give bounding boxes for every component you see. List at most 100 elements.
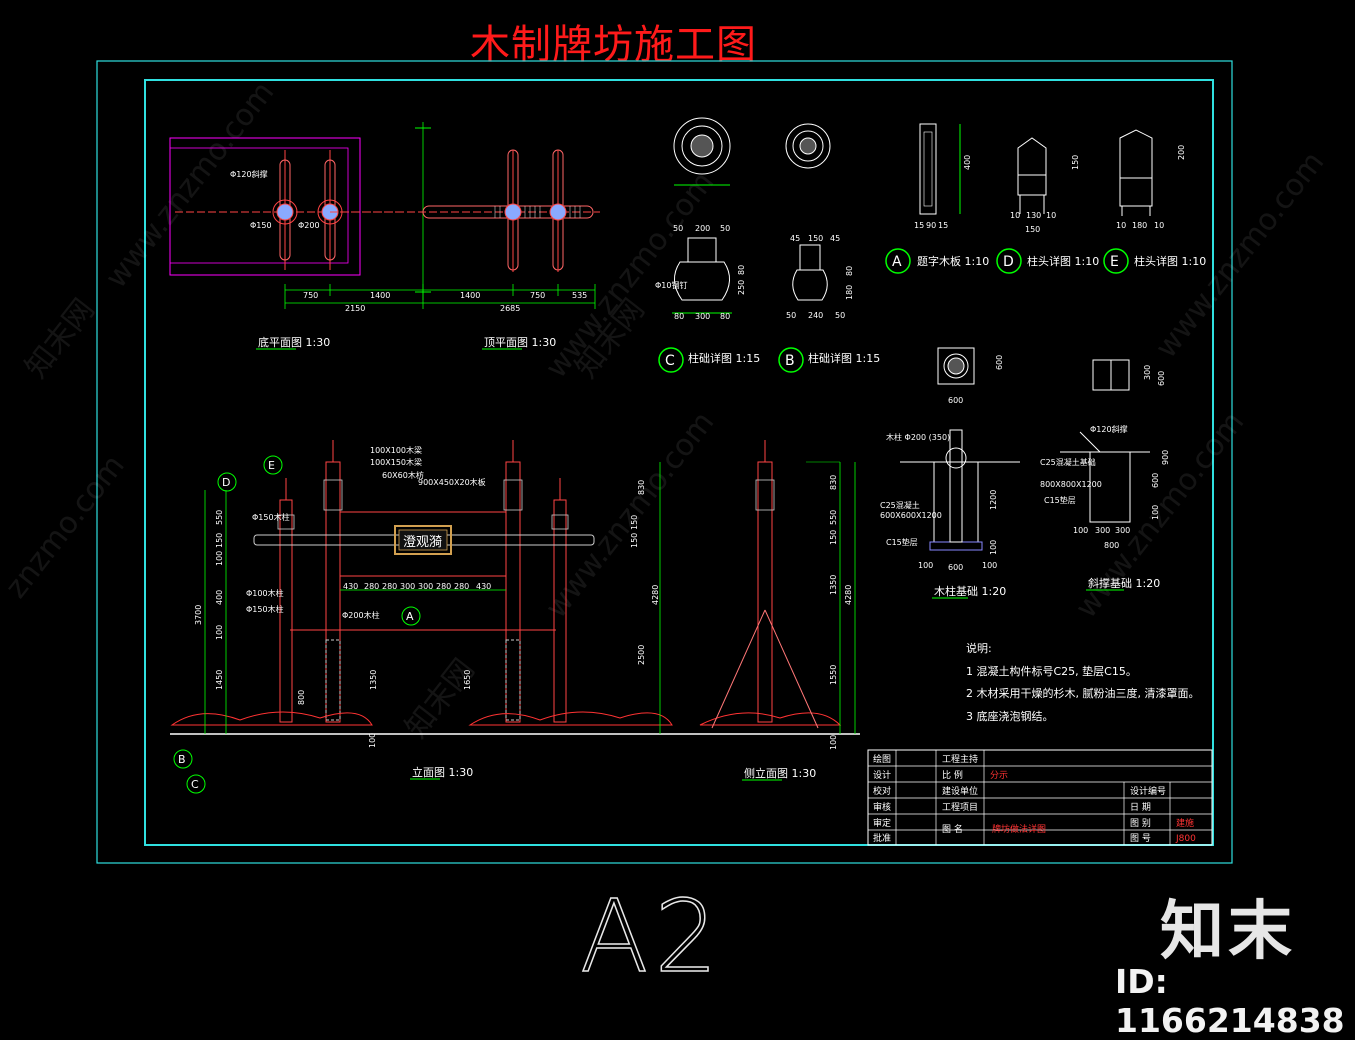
colb-dim-7: 180 bbox=[845, 285, 854, 300]
side-dim-6: 1550 bbox=[829, 665, 838, 685]
elev-dim-5: 300 bbox=[418, 582, 433, 591]
elev-label-col200: Φ200木柱 bbox=[342, 610, 380, 620]
view-title-cap-d: 柱头详图 1:10 bbox=[1027, 254, 1099, 268]
cape-dim-2: 180 bbox=[1132, 221, 1147, 230]
notes-heading: 说明: bbox=[966, 641, 992, 655]
column-base-c: 50 200 50 80 300 80 250 80 Φ10钢钉 bbox=[655, 117, 746, 321]
inner-frame bbox=[144, 79, 1214, 846]
elevation-labels: 100X100木梁 100X150木梁 60X60木枋 900X450X20木板… bbox=[246, 445, 486, 705]
footing-slope-dim-1: 100 bbox=[1073, 526, 1088, 535]
footing-plan-dim-3: 300 bbox=[1143, 365, 1152, 380]
elev-label-batten: 60X60木枋 bbox=[382, 470, 424, 480]
view-title-plan-bottom: 底平面图 1:30 bbox=[258, 335, 330, 349]
elev-marker-d: D bbox=[222, 476, 230, 489]
elev-dim-7: 280 bbox=[454, 582, 469, 591]
view-title-side: 侧立面图 1:30 bbox=[744, 766, 816, 780]
tb-r5c3: 图 别 bbox=[1130, 818, 1151, 829]
marker-e: E bbox=[1110, 254, 1119, 270]
watermark-layer: www.znzmo.com www.znzmo.com www.znzmo.co… bbox=[0, 75, 1331, 745]
footing-slope-dim-7: 100 bbox=[1151, 505, 1160, 520]
board-dim-1: 15 bbox=[914, 221, 924, 230]
footing-wood-dim-2: 600 bbox=[948, 563, 963, 572]
outer-frame bbox=[96, 60, 1233, 864]
footing-slope-dim-6: 900 bbox=[1161, 450, 1170, 465]
footing-slope-dim-4: 800 bbox=[1104, 541, 1119, 550]
side-dim-4: 1350 bbox=[829, 575, 838, 595]
board-a-detail: 15 90 15 400 bbox=[914, 123, 972, 230]
colb-dim-3: 45 bbox=[830, 234, 840, 243]
plan-dimensions: 750 1400 1400 750 535 2150 2685 bbox=[284, 284, 596, 313]
watermark-1: www.znzmo.com bbox=[99, 75, 281, 295]
cape-dim-4: 200 bbox=[1177, 145, 1186, 160]
footing-plan-dim-4: 600 bbox=[1157, 371, 1166, 386]
tb-r4c2: 工程项目 bbox=[942, 802, 978, 813]
colc-dim-1: 50 bbox=[673, 224, 683, 233]
footing-slope-dim-2: 300 bbox=[1095, 526, 1110, 535]
colb-dim-5: 240 bbox=[808, 311, 823, 320]
note-item-3: 3 底座浇泡钢结。 bbox=[966, 709, 1054, 723]
capd-dim-3: 10 bbox=[1046, 211, 1056, 220]
elev-left-dim-3: 100 bbox=[215, 551, 224, 566]
tb-r3c1: 校对 bbox=[873, 785, 891, 797]
note-item-1: 1 混凝土构件标号C25, 垫层C15。 bbox=[966, 664, 1137, 678]
footing-wood-dim-5: 100 bbox=[989, 540, 998, 555]
footing-slope-dim-3: 300 bbox=[1115, 526, 1130, 535]
elev-dim-6: 280 bbox=[436, 582, 451, 591]
elev-left-dim-4: 400 bbox=[215, 590, 224, 605]
elev-dim-4: 300 bbox=[400, 582, 415, 591]
colb-dim-2: 150 bbox=[808, 234, 823, 243]
footing-wood-label-4: C15垫层 bbox=[886, 537, 918, 547]
elev-right-dim-5: 150 bbox=[630, 533, 639, 548]
plan-dim-6: 2150 bbox=[345, 304, 365, 313]
name-board-text: 澄观漪 bbox=[403, 535, 442, 550]
footing-wood-dim-4: 1200 bbox=[989, 490, 998, 510]
marker-a: A bbox=[892, 254, 902, 270]
footing-wood-column: 木柱 Φ200 (350) C25混凝土 600X600X1200 C15垫层 … bbox=[880, 429, 1020, 572]
footing-slope-label-3: 800X800X1200 bbox=[1040, 480, 1102, 489]
side-dim-2: 550 bbox=[829, 510, 838, 525]
footing-wood-label-3: 600X600X1200 bbox=[880, 511, 942, 520]
footing-slope: Φ120斜撑 C25混凝土基础 800X800X1200 C15垫层 100 3… bbox=[1040, 424, 1170, 550]
board-dim-2: 90 bbox=[926, 221, 936, 230]
drawing-title: 木制牌坊施工图 bbox=[470, 22, 757, 68]
cape-dim-1: 10 bbox=[1116, 221, 1126, 230]
colc-dim-4: 80 bbox=[674, 312, 684, 321]
footing-slope-label-2: C25混凝土基础 bbox=[1040, 457, 1096, 467]
footing-wood-label-2: C25混凝土 bbox=[880, 500, 920, 510]
footing-slope-label-4: C15垫层 bbox=[1044, 495, 1076, 505]
tb-drawing-name: 牌坊做法详图 bbox=[992, 823, 1046, 835]
elev-label-beam1: 100X100木梁 bbox=[370, 445, 422, 455]
tb-scale-value: 分示 bbox=[990, 770, 1008, 781]
elev-label-col150: Φ150木柱 bbox=[252, 512, 290, 522]
elev-dim-2: 280 bbox=[364, 582, 379, 591]
colb-dim-4: 50 bbox=[786, 311, 796, 320]
plan-dim-2: 1400 bbox=[370, 291, 390, 300]
colb-dim-6: 50 bbox=[835, 311, 845, 320]
side-elevation: 830 550 150 1350 4280 1550 100 bbox=[711, 440, 856, 750]
tb-r6c1: 批准 bbox=[873, 832, 891, 844]
side-dim-7: 100 bbox=[829, 735, 838, 750]
plan-dim-1: 750 bbox=[303, 291, 318, 300]
plan-dim-7: 2685 bbox=[500, 304, 520, 313]
elev-dim-8: 430 bbox=[476, 582, 491, 591]
elev-marker-b: B bbox=[178, 753, 186, 766]
marker-d: D bbox=[1003, 254, 1014, 270]
elev-left-dim-1: 550 bbox=[215, 510, 224, 525]
board-dim-4: 400 bbox=[963, 155, 972, 170]
side-dim-5: 4280 bbox=[844, 585, 853, 605]
side-dim-1: 830 bbox=[829, 475, 838, 490]
cape-dim-3: 10 bbox=[1154, 221, 1164, 230]
elev-right-dim-3: 2500 bbox=[637, 645, 646, 665]
elev-right-dim-4: 150 bbox=[630, 515, 639, 530]
elev-right-dim-2: 4280 bbox=[651, 585, 660, 605]
colb-dim-8: 80 bbox=[845, 266, 854, 276]
tb-r5c2: 图 名 bbox=[942, 823, 963, 835]
plan-label-d200: Φ200 bbox=[298, 221, 320, 230]
plan-top-view bbox=[330, 122, 600, 300]
title-block: 绘图 工程主持 设计 比 例 分示 校对 建设单位 设计编号 审核 工程项目 日… bbox=[867, 749, 1213, 846]
tb-r3c2: 建设单位 bbox=[942, 785, 978, 797]
tb-r2c2: 比 例 bbox=[942, 769, 963, 781]
capd-dim-1: 10 bbox=[1010, 211, 1020, 220]
footing-plan-dim-1: 600 bbox=[948, 396, 963, 405]
